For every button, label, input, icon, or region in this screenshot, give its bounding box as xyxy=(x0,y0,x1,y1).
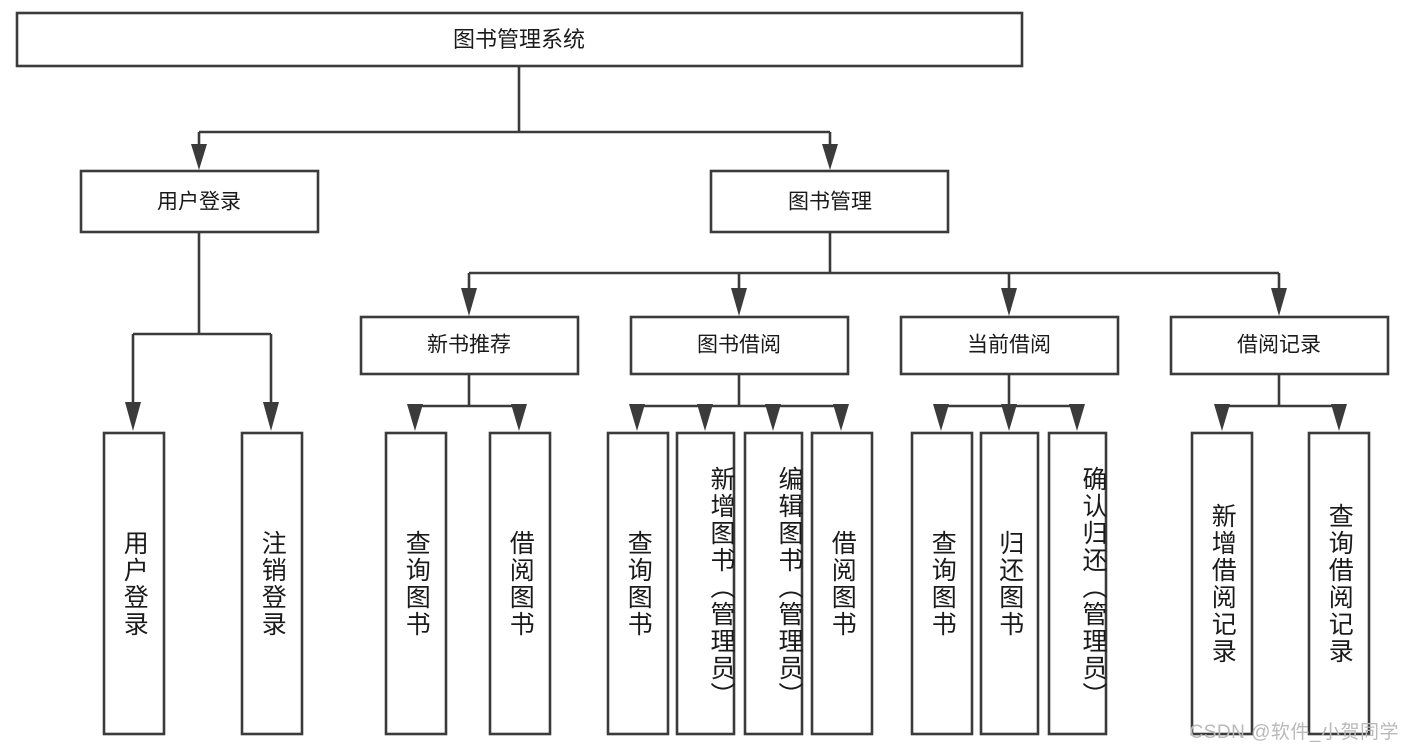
leaf-query-book-3-label: 查询图书 xyxy=(928,529,957,638)
arrow-head-new-book-recommend xyxy=(461,288,477,316)
arrow-head-leaf-add-record xyxy=(1214,404,1230,431)
leaf-borrow-book-1-label: 借阅图书 xyxy=(506,529,535,638)
connector-new-book-recommend-to-leaves xyxy=(407,374,527,431)
leaf-edit-book-rect[interactable] xyxy=(743,431,804,736)
node-book-manage[interactable]: 图书管理 xyxy=(709,169,950,234)
leaf-add-record-label: 新增借阅记录 xyxy=(1208,502,1237,665)
arrow-head-leaf-logout-login xyxy=(263,402,279,431)
node-borrow-record-label: 借阅记录 xyxy=(1237,334,1321,357)
arrow-head-leaf-query-book-1 xyxy=(407,404,423,431)
node-book-manage-label: 图书管理 xyxy=(788,191,872,214)
node-current-borrow[interactable]: 当前借阅 xyxy=(899,315,1120,376)
leaf-query-book-2-rect[interactable] xyxy=(606,431,670,736)
arrow-head-leaf-add-book xyxy=(697,404,713,431)
leaf-logout-login-rect[interactable] xyxy=(240,431,304,736)
arrow-head-current-borrow xyxy=(1001,288,1017,316)
node-user-login-label: 用户登录 xyxy=(157,191,241,214)
leaf-query-book-1-rect[interactable] xyxy=(384,431,448,736)
arrow-head-leaf-edit-book xyxy=(765,404,781,431)
leaf-query-record-label: 查询借阅记录 xyxy=(1325,502,1354,665)
node-book-borrow[interactable]: 图书借阅 xyxy=(629,315,850,376)
arrow-head-borrow-record xyxy=(1271,288,1287,316)
leaf-add-record-rect[interactable] xyxy=(1190,431,1254,736)
leaf-user-login-label: 用户登录 xyxy=(120,529,149,638)
node-borrow-record[interactable]: 借阅记录 xyxy=(1169,315,1390,376)
connector-borrow-record-to-leaves xyxy=(1214,374,1347,431)
leaf-borrow-book-2-label: 借阅图书 xyxy=(828,529,857,638)
node-new-book-recommend[interactable]: 新书推荐 xyxy=(359,315,580,376)
node-new-book-recommend-label: 新书推荐 xyxy=(427,334,511,357)
node-user-login[interactable]: 用户登录 xyxy=(79,169,320,234)
connector-user-login-to-leaves xyxy=(125,232,279,431)
arrow-head-leaf-query-book-2 xyxy=(629,404,645,431)
arrow-head-book-borrow xyxy=(731,288,747,316)
leaf-query-book-2-label: 查询图书 xyxy=(624,529,653,638)
arrow-head-leaf-borrow-book-1 xyxy=(511,404,527,431)
leaf-query-record-rect[interactable] xyxy=(1307,431,1371,736)
leaf-logout-login-label: 注销登录 xyxy=(258,529,287,638)
leaf-add-book-label: 新增图书（管理员） xyxy=(707,466,735,709)
node-root-rect xyxy=(15,11,1024,68)
leaf-add-book-rect[interactable] xyxy=(675,431,736,736)
arrow-head-book-manage xyxy=(822,144,838,170)
node-new-book-recommend-rect xyxy=(359,315,580,376)
leaf-confirm-return-label: 确认归还（管理员） xyxy=(1079,466,1107,709)
arrow-head-leaf-query-record xyxy=(1331,404,1347,431)
node-book-borrow-label: 图书借阅 xyxy=(697,334,781,357)
leaf-confirm-return-rect[interactable] xyxy=(1047,431,1108,736)
arrow-head-leaf-return-book xyxy=(1001,404,1017,431)
connector-root-to-level1 xyxy=(191,66,838,170)
leaf-boxes xyxy=(102,431,1371,736)
node-book-manage-rect xyxy=(709,169,950,234)
leaf-user-login-rect[interactable] xyxy=(102,431,166,736)
arrow-head-leaf-user-login xyxy=(125,402,141,431)
connector-book-borrow-to-leaves xyxy=(629,374,849,431)
arrow-head-leaf-borrow-book-2 xyxy=(833,404,849,431)
leaf-edit-book-label: 编辑图书（管理员） xyxy=(775,466,803,709)
leaf-borrow-book-2-rect[interactable] xyxy=(810,431,874,736)
leaf-query-book-3-rect[interactable] xyxy=(910,431,974,736)
leaf-return-book-label: 归还图书 xyxy=(995,529,1024,638)
node-root-label: 图书管理系统 xyxy=(453,27,585,52)
node-book-borrow-rect xyxy=(629,315,850,376)
leaf-borrow-book-1-rect[interactable] xyxy=(488,431,552,736)
arrow-head-leaf-confirm-return xyxy=(1069,404,1085,431)
node-current-borrow-label: 当前借阅 xyxy=(967,334,1051,357)
node-root[interactable]: 图书管理系统 xyxy=(15,11,1024,68)
connector-book-manage-to-level2 xyxy=(461,232,1287,316)
leaf-query-book-1-label: 查询图书 xyxy=(402,529,431,638)
node-current-borrow-rect xyxy=(899,315,1120,376)
arrow-head-leaf-query-book-3 xyxy=(933,404,949,431)
connector-current-borrow-to-leaves xyxy=(933,374,1085,431)
arrow-head-user-login xyxy=(191,144,207,170)
leaf-return-book-rect[interactable] xyxy=(979,431,1040,736)
